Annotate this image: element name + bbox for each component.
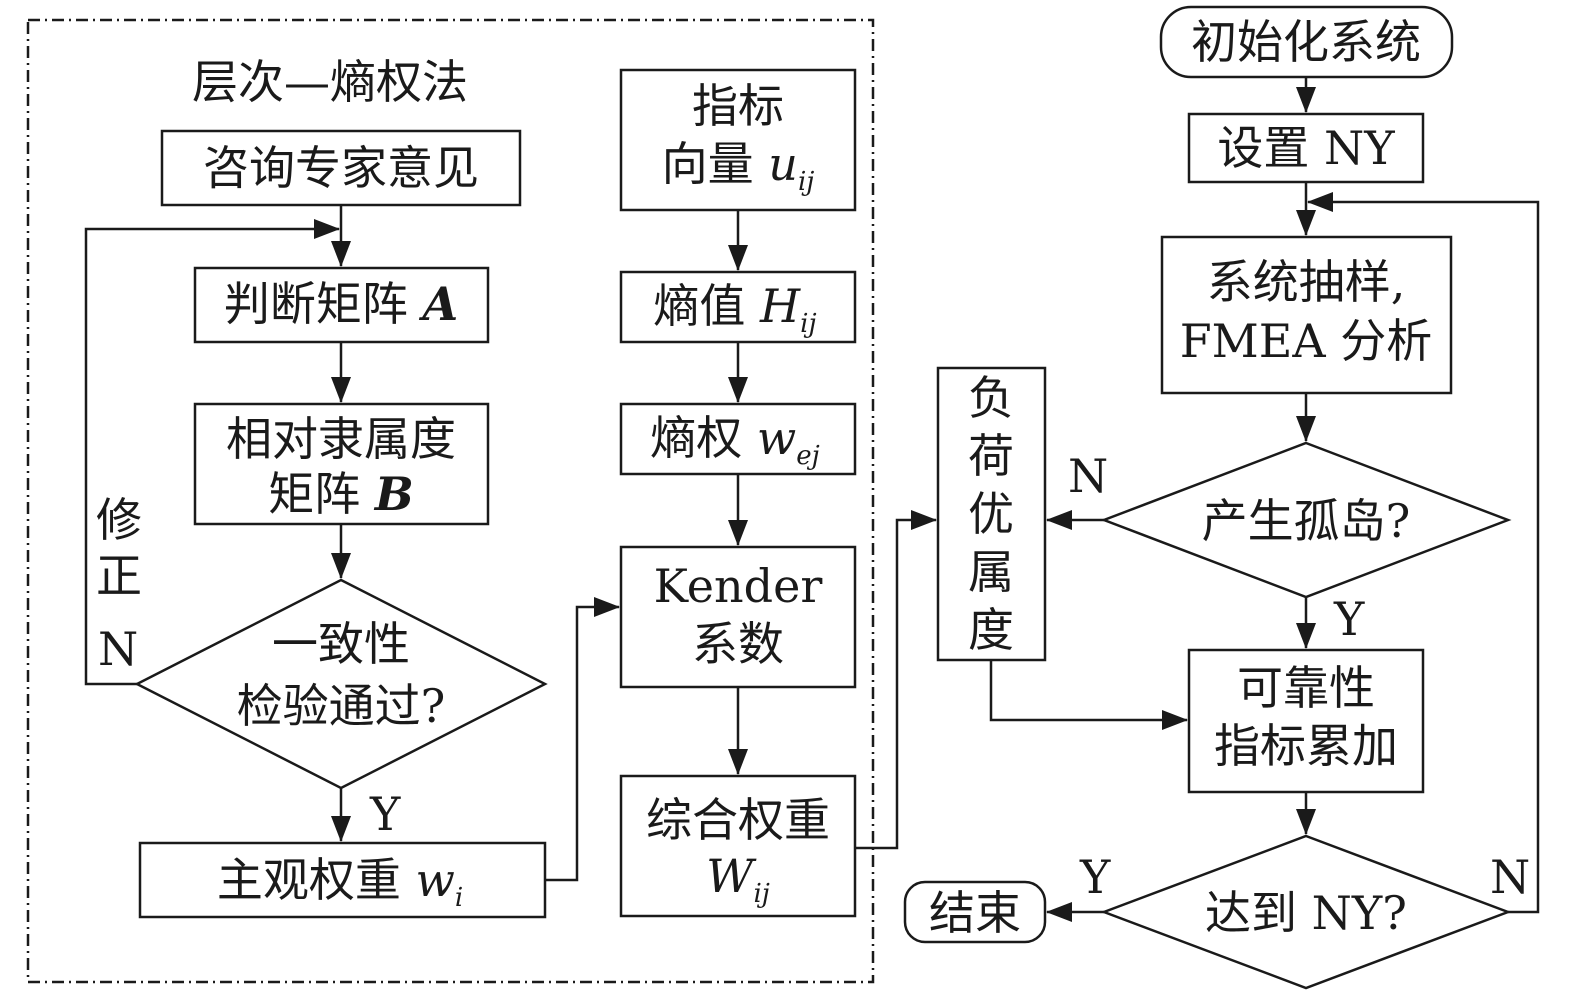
consistency-yes-label: Y <box>369 787 401 841</box>
entropy-weight-box: 熵权 wej <box>619 402 857 476</box>
reliability-line1: 可靠性 <box>1237 661 1375 715</box>
island-yes-label: Y <box>1333 592 1365 646</box>
reach-no-label: N <box>1490 850 1530 904</box>
judgment-matrix-label: 判断矩阵 A <box>224 277 458 331</box>
arrow-reach-no-loop <box>1307 192 1540 914</box>
island-diamond: 产生孤岛? <box>1100 441 1512 599</box>
indicator-vector-line2: 向量 uij <box>662 137 815 197</box>
reliability-box: 可靠性 指标累加 <box>1187 648 1425 794</box>
init-system-label: 初始化系统 <box>1191 15 1421 69</box>
load-membership-box: 负 荷 优 属 度 <box>936 366 1047 662</box>
consistency-check-diamond: 一致性 检验通过? <box>134 578 548 790</box>
reliability-line2: 指标累加 <box>1214 719 1398 773</box>
revise-label-char2: 正 <box>96 549 142 603</box>
load-char4: 属 <box>968 545 1014 599</box>
set-ny-box: 设置 NY <box>1187 112 1425 184</box>
indicator-vector-line1: 指标 <box>692 79 784 133</box>
kender-coefficient-box: Kender 系数 <box>619 545 857 689</box>
arrow-revise-loop <box>84 219 340 686</box>
sampling-line2: FMEA 分析 <box>1180 314 1432 368</box>
reach-yes-label: Y <box>1079 850 1111 904</box>
arrow-combined-to-load <box>855 510 937 850</box>
island-label: 产生孤岛? <box>1202 494 1411 548</box>
relative-membership-line2: 矩阵 B <box>268 467 414 521</box>
group-title: 层次—熵权法 <box>192 55 468 109</box>
combined-weight-line2: Wij <box>706 849 770 909</box>
arrow-subjective-to-kender <box>545 597 620 882</box>
subjective-weight-label: 主观权重 wi <box>217 853 463 913</box>
kender-line2: 系数 <box>692 617 784 671</box>
sampling-fmea-box: 系统抽样, FMEA 分析 <box>1160 235 1453 395</box>
set-ny-label: 设置 NY <box>1217 121 1395 175</box>
consult-experts-label: 咨询专家意见 <box>203 141 479 195</box>
entropy-value-box: 熵值 Hij <box>619 270 857 344</box>
reach-ny-diamond: 达到 NY? <box>1100 834 1512 990</box>
load-char2: 荷 <box>968 429 1014 483</box>
combined-weight-line1: 综合权重 <box>646 793 830 847</box>
load-char3: 优 <box>968 487 1014 541</box>
arrow-load-to-reliability <box>989 660 1188 730</box>
reach-ny-label: 达到 NY? <box>1205 886 1407 940</box>
sampling-line1: 系统抽样, <box>1207 255 1406 309</box>
init-system-terminal: 初始化系统 <box>1159 5 1454 79</box>
revise-label-char1: 修 <box>96 493 142 547</box>
consult-experts-box: 咨询专家意见 <box>160 129 522 207</box>
consistency-line2: 检验通过? <box>237 679 446 733</box>
load-char1: 负 <box>968 371 1014 425</box>
entropy-weight-label: 熵权 wej <box>650 411 819 471</box>
kender-line1: Kender <box>654 559 823 613</box>
relative-membership-line1: 相对隶属度 <box>226 412 456 466</box>
end-terminal: 结束 <box>903 880 1047 944</box>
island-no-label: N <box>1068 449 1108 503</box>
load-char5: 度 <box>968 603 1014 657</box>
consistency-no-label: N <box>98 622 138 676</box>
indicator-vector-box: 指标 向量 uij <box>619 68 857 212</box>
entropy-value-label: 熵值 Hij <box>653 279 816 339</box>
ahp-entropy-group-border <box>26 18 875 984</box>
combined-weight-box: 综合权重 Wij <box>619 774 857 918</box>
relative-membership-box: 相对隶属度 矩阵 B <box>193 402 490 526</box>
subjective-weight-box: 主观权重 wi <box>138 841 547 919</box>
end-label: 结束 <box>929 886 1021 940</box>
consistency-line1: 一致性 <box>272 617 410 671</box>
judgment-matrix-box: 判断矩阵 A <box>193 266 490 344</box>
